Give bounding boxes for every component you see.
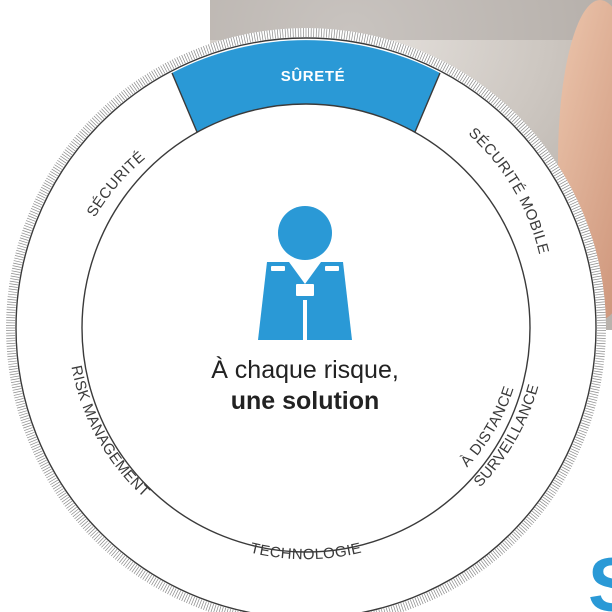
security-guard-icon [258, 206, 352, 340]
segment-label-surete[interactable]: SÛRETÉ [281, 67, 345, 85]
segment-label-technologie[interactable]: TECHNOLOGIE [249, 540, 363, 564]
center-tagline: À chaque risque, une solution [170, 355, 440, 417]
segment-dividers [171, 72, 441, 133]
segment-surete-highlight[interactable] [172, 40, 440, 132]
corner-letter-cropped: S [588, 548, 612, 612]
inner-ring [81, 103, 531, 553]
center-tagline-line-1: À chaque risque, [211, 356, 399, 384]
outer-ring [15, 37, 597, 612]
center-tagline-line-2: une solution [230, 387, 380, 415]
